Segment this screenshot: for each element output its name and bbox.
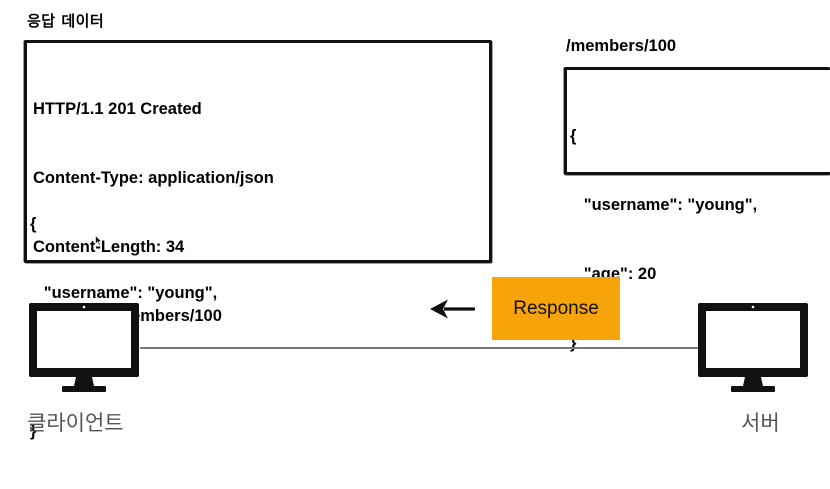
resource-body: { "username": "young", "age": 20 }: [570, 79, 757, 401]
client-monitor-icon: [29, 303, 139, 392]
response-body-line: {: [30, 215, 37, 233]
response-data-box: HTTP/1.1 201 Created Content-Type: appli…: [24, 40, 492, 440]
mouse-cursor-icon: [95, 235, 103, 246]
response-status-line: HTTP/1.1 201 Created: [33, 100, 202, 118]
client-label: 클라이언트: [27, 411, 124, 435]
resource-body-line: "username": "young",: [570, 196, 758, 214]
resource-body-line: {: [570, 127, 577, 145]
server-label: 서버: [741, 411, 780, 435]
response-message-label: Response: [513, 297, 599, 319]
arrow-left-icon: [430, 299, 475, 319]
response-message-box: Response: [492, 277, 620, 340]
response-body-line: }: [30, 422, 37, 440]
response-body-line: "username": "young",: [30, 284, 218, 302]
server-monitor-icon: [698, 303, 808, 392]
resource-path: /members/100: [566, 37, 677, 55]
resource-body-line: }: [570, 334, 577, 352]
resource-data-box: { "username": "young", "age": 20 }: [564, 67, 830, 352]
response-content-length: Content-Length: 34: [33, 238, 185, 256]
section-title: 응답 데이터: [27, 12, 105, 30]
response-content-type: Content-Type: application/json: [33, 169, 274, 187]
connection-line: [140, 347, 700, 349]
